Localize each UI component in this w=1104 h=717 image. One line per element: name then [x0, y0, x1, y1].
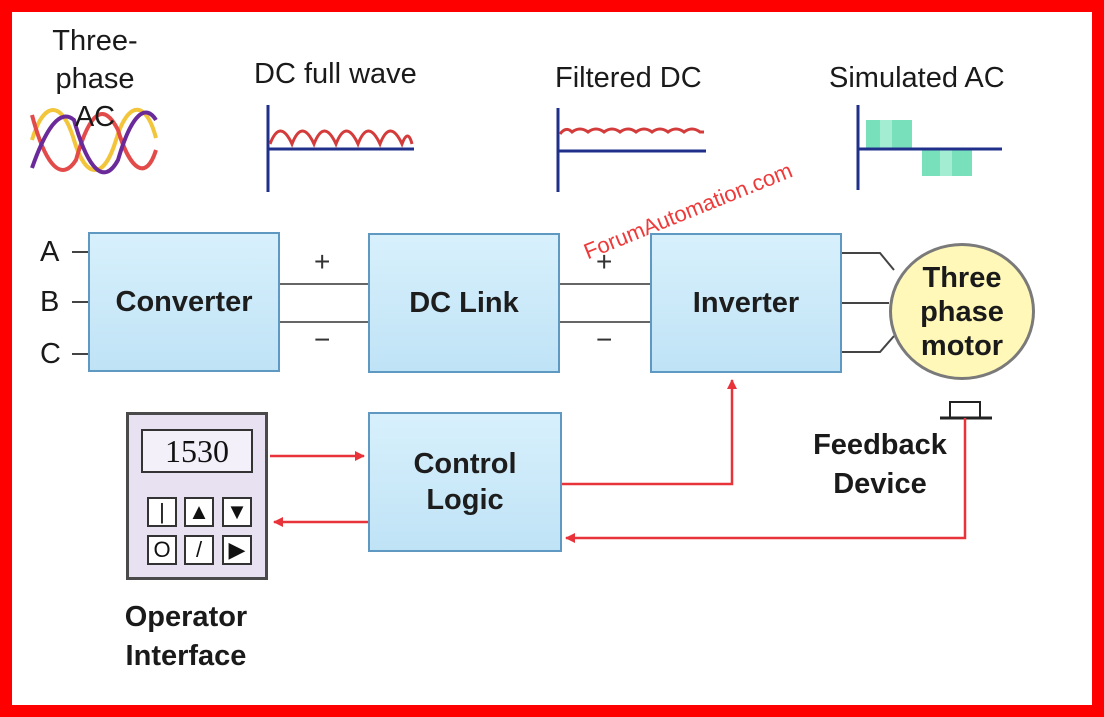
- down-arrow-key[interactable]: ▼: [222, 497, 252, 527]
- converter-label: Converter: [115, 286, 253, 318]
- arrow-feedback-to-control: [565, 418, 967, 543]
- operator-display: 1530: [141, 429, 253, 473]
- three-phase-motor: Three phase motor: [889, 243, 1035, 380]
- phase-label-b: B: [40, 286, 60, 318]
- operator-interface-label-line2: Interface: [125, 640, 247, 672]
- simulated-ac-graph: [856, 105, 1002, 190]
- phase-label-c: C: [40, 338, 61, 370]
- three-phase-label-line1: Three-: [52, 25, 138, 57]
- phase-label-a: A: [40, 236, 60, 268]
- minus-sign-inverter-side: −: [596, 324, 613, 355]
- dc-full-wave-trace: [268, 129, 414, 148]
- operator-interface-label: Operator Interface: [106, 598, 266, 676]
- simulated-ac-label: Simulated AC: [829, 62, 1005, 94]
- dc-link-block: DC Link: [368, 233, 560, 373]
- control-signal-arrows: [270, 379, 967, 543]
- three-phase-ac-waveform: [30, 107, 158, 175]
- plus-sign-converter-side: +: [314, 246, 331, 277]
- control-logic-label-line1: Control: [413, 448, 517, 480]
- pwm-pulse-positive-light: [880, 120, 892, 148]
- motor-label-line3: motor: [920, 329, 1004, 362]
- three-phase-ac-label: Three- phase AC: [40, 22, 150, 136]
- dc-link-label: DC Link: [409, 287, 519, 319]
- motor-label-line2: phase: [920, 295, 1004, 328]
- inverter-label: Inverter: [692, 287, 800, 319]
- dc-full-wave-label: DC full wave: [254, 58, 417, 90]
- control-logic-block: Control Logic: [368, 412, 562, 552]
- phase-wave-red: [30, 112, 158, 172]
- three-phase-label-line3: AC: [74, 101, 116, 133]
- start-key[interactable]: |: [147, 497, 177, 527]
- filtered-dc-trace: [558, 127, 704, 135]
- three-phase-label-line2: phase: [55, 63, 135, 95]
- run-arrow-key[interactable]: ▶: [222, 535, 252, 565]
- dc-bus-lines: [280, 283, 650, 323]
- pwm-pulse-negative-light: [940, 150, 952, 176]
- feedback-device-label-line2: Device: [833, 468, 927, 500]
- filtered-dc-graph: [556, 108, 706, 192]
- converter-block: Converter: [88, 232, 280, 372]
- phase-input-lines: [72, 251, 90, 355]
- dc-full-wave-graph: [266, 105, 414, 192]
- filtered-dc-label: Filtered DC: [555, 62, 702, 94]
- phase-wave-yellow: [30, 107, 158, 172]
- arrow-control-to-inverter: [562, 379, 737, 486]
- plus-sign-inverter-side: +: [596, 246, 613, 277]
- feedback-device-label: Feedback Device: [800, 426, 960, 504]
- inverter-block: Inverter: [650, 233, 842, 373]
- phase-wave-purple: [30, 110, 158, 175]
- feedback-device-label-line1: Feedback: [813, 429, 947, 461]
- motor-supply-lines: [842, 252, 895, 353]
- slash-key[interactable]: /: [184, 535, 214, 565]
- operator-interface-label-line1: Operator: [124, 601, 248, 633]
- operator-interface-panel: 1530 | ▲ ▼ O / ▶: [126, 412, 268, 580]
- motor-label-line1: Three: [922, 261, 1002, 294]
- stop-key[interactable]: O: [147, 535, 177, 565]
- control-logic-label-line2: Logic: [426, 484, 504, 516]
- up-arrow-key[interactable]: ▲: [184, 497, 214, 527]
- minus-sign-converter-side: −: [314, 324, 331, 355]
